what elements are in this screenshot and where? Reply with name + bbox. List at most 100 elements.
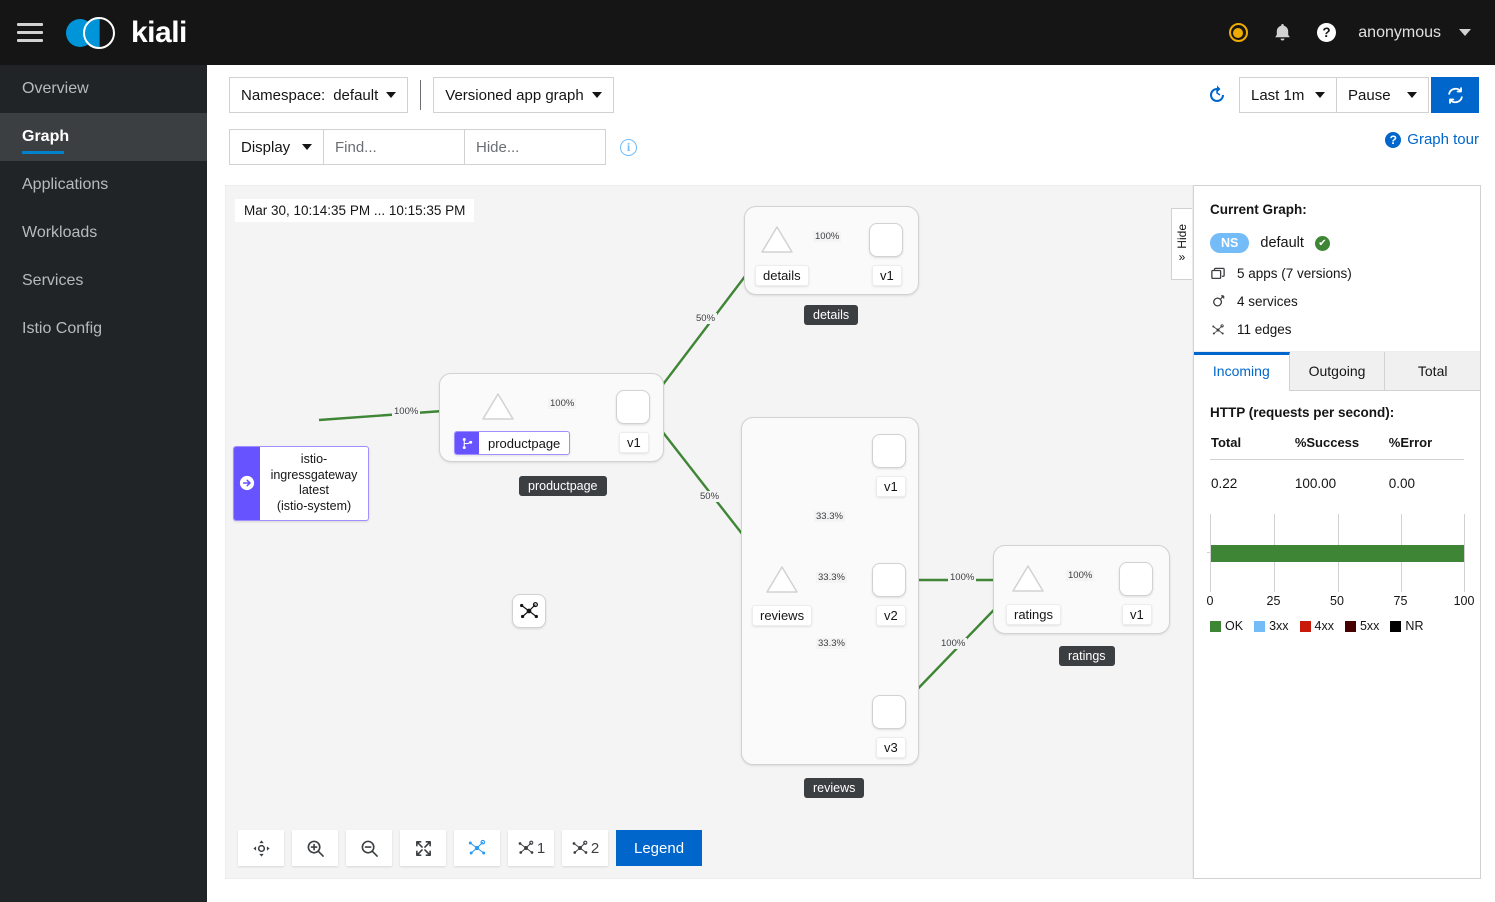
graph-layout-1-button[interactable]: 1 xyxy=(508,830,554,866)
hide-input[interactable]: Hide... xyxy=(465,129,606,165)
node-details-service-label[interactable]: details xyxy=(755,265,809,286)
tab-outgoing[interactable]: Outgoing xyxy=(1289,352,1386,390)
node-productpage-service[interactable] xyxy=(481,391,515,421)
graph-layout-2-label: 2 xyxy=(590,839,600,857)
graph-layout-icon xyxy=(468,839,486,855)
applications-icon xyxy=(1210,267,1226,281)
group-badge-reviews[interactable]: reviews xyxy=(804,778,865,798)
zoom-out-icon xyxy=(361,840,378,857)
time-range-select[interactable]: Last 1m xyxy=(1239,77,1337,113)
node-reviews-service-label[interactable]: reviews xyxy=(752,605,813,626)
graph-tour-link[interactable]: ? Graph tour xyxy=(1385,131,1479,148)
node-reviews-v2-label[interactable]: v2 xyxy=(876,605,906,626)
legend-label: 4xx xyxy=(1314,619,1334,633)
pan-tool-button[interactable] xyxy=(238,830,284,866)
group-badge-productpage[interactable]: productpage xyxy=(519,476,607,496)
node-reviews-v3-label[interactable]: v3 xyxy=(876,737,906,758)
namespace-select[interactable]: Namespace: default xyxy=(229,77,409,113)
legend-item-nr[interactable]: NR xyxy=(1390,619,1423,633)
x-tick-75: 75 xyxy=(1393,594,1408,608)
edges-icon xyxy=(1210,323,1226,337)
hide-side-panel-tab[interactable]: Hide » xyxy=(1171,208,1192,280)
brand-logo[interactable]: kiali xyxy=(66,14,187,52)
hide-placeholder: Hide... xyxy=(476,138,520,156)
node-istio-ingressgateway-icon[interactable] xyxy=(512,594,546,628)
graph-layout-2-button[interactable]: 2 xyxy=(562,830,608,866)
legend-item-4xx[interactable]: 4xx xyxy=(1299,619,1334,633)
sidebar-item-services[interactable]: Services xyxy=(0,257,207,305)
legend-item-3xx[interactable]: 3xx xyxy=(1254,619,1289,633)
expand-icon xyxy=(415,840,431,856)
legend-item-5xx[interactable]: 5xx xyxy=(1344,619,1380,633)
user-name[interactable]: anonymous xyxy=(1358,23,1441,41)
stat-apps-text: 5 apps (7 versions) xyxy=(1237,266,1352,281)
stat-apps: 5 apps (7 versions) xyxy=(1210,266,1464,281)
legend-button[interactable]: Legend xyxy=(616,830,703,866)
node-ratings-v1[interactable] xyxy=(1119,562,1153,596)
legend-label: 5xx xyxy=(1359,619,1380,633)
graph-layout-icon xyxy=(518,840,534,854)
val-error: 0.00 xyxy=(1388,476,1416,491)
node-reviews-v1-label[interactable]: v1 xyxy=(876,476,906,497)
edge-label-productpage-reviews: 50% xyxy=(698,491,722,502)
status-ring-icon[interactable] xyxy=(1218,13,1258,53)
ns-name[interactable]: default xyxy=(1260,235,1304,251)
sidebar-item-istio-config[interactable]: Istio Config xyxy=(0,305,207,353)
fit-to-screen-button[interactable] xyxy=(400,830,446,866)
sidebar-item-overview[interactable]: Overview xyxy=(0,65,207,113)
sidebar-item-applications[interactable]: Applications xyxy=(0,161,207,209)
toolbar-divider xyxy=(420,80,422,110)
node-details-service[interactable] xyxy=(760,224,794,254)
ingress-namespace: (istio-system) xyxy=(276,498,352,513)
node-reviews-v2[interactable] xyxy=(872,563,906,597)
group-badge-details[interactable]: details xyxy=(804,305,859,325)
node-details-v1-label[interactable]: v1 xyxy=(872,265,902,286)
node-ratings-v1-label[interactable]: v1 xyxy=(1122,604,1152,625)
stat-services: 4 services xyxy=(1210,294,1464,309)
node-productpage-v1[interactable] xyxy=(616,390,650,424)
edge-label-ingress-productpage: 100% xyxy=(392,406,421,417)
edge-label-v2-ratings: 100% xyxy=(948,572,977,583)
tab-total[interactable]: Total xyxy=(1385,352,1481,390)
zoom-in-button[interactable] xyxy=(292,830,338,866)
node-ratings-service[interactable] xyxy=(1011,563,1045,593)
graph-toolbar-right: Last 1m Pause xyxy=(1207,77,1479,113)
find-input[interactable]: Find... xyxy=(324,129,465,165)
user-menu-chevron-down-icon[interactable] xyxy=(1459,29,1471,36)
sidebar-item-workloads[interactable]: Workloads xyxy=(0,209,207,257)
legend-item-ok[interactable]: OK xyxy=(1210,619,1243,633)
display-menu-button[interactable]: Display xyxy=(229,129,324,165)
refresh-button[interactable] xyxy=(1431,77,1479,113)
edge-label-reviews-v2: 33.3% xyxy=(816,572,847,583)
ingress-version: latest xyxy=(299,483,329,498)
bar-ok xyxy=(1211,545,1464,562)
edge-label-details-v1: 100% xyxy=(813,231,842,242)
graph-layout-default-button[interactable] xyxy=(454,830,500,866)
chevron-down-icon xyxy=(386,92,397,98)
bell-icon[interactable] xyxy=(1262,13,1302,53)
node-productpage-service-label[interactable]: productpage xyxy=(454,431,571,455)
node-reviews-v1[interactable] xyxy=(872,434,906,468)
help-circle-icon[interactable]: ? xyxy=(1306,13,1346,53)
node-istio-ingressgateway-label[interactable]: istio-ingressgateway latest (istio-syste… xyxy=(233,446,369,521)
graph-layout-1-label: 1 xyxy=(536,839,546,857)
move-arrows-icon xyxy=(252,839,270,857)
graph-type-select[interactable]: Versioned app graph xyxy=(433,77,614,113)
chevron-down-icon xyxy=(1315,92,1325,98)
history-icon[interactable] xyxy=(1207,83,1227,107)
masthead-actions: ? anonymous xyxy=(1218,13,1495,53)
node-details-v1[interactable] xyxy=(869,223,903,257)
group-badge-ratings[interactable]: ratings xyxy=(1059,646,1115,666)
node-reviews-v3[interactable] xyxy=(872,695,906,729)
refresh-mode-select[interactable]: Pause xyxy=(1337,77,1429,113)
info-icon[interactable]: i xyxy=(620,138,637,156)
legend-label: NR xyxy=(1405,619,1424,633)
node-ratings-service-label[interactable]: ratings xyxy=(1006,604,1062,625)
node-reviews-service[interactable] xyxy=(765,564,799,594)
graph-canvas[interactable]: Mar 30, 10:14:35 PM ... 10:15:35 PM xyxy=(225,185,1193,879)
node-productpage-v1-label[interactable]: v1 xyxy=(619,432,649,453)
hamburger-menu-icon[interactable] xyxy=(0,0,60,65)
zoom-out-button[interactable] xyxy=(346,830,392,866)
tab-incoming[interactable]: Incoming xyxy=(1194,352,1290,391)
sidebar-item-graph[interactable]: Graph xyxy=(0,113,207,161)
